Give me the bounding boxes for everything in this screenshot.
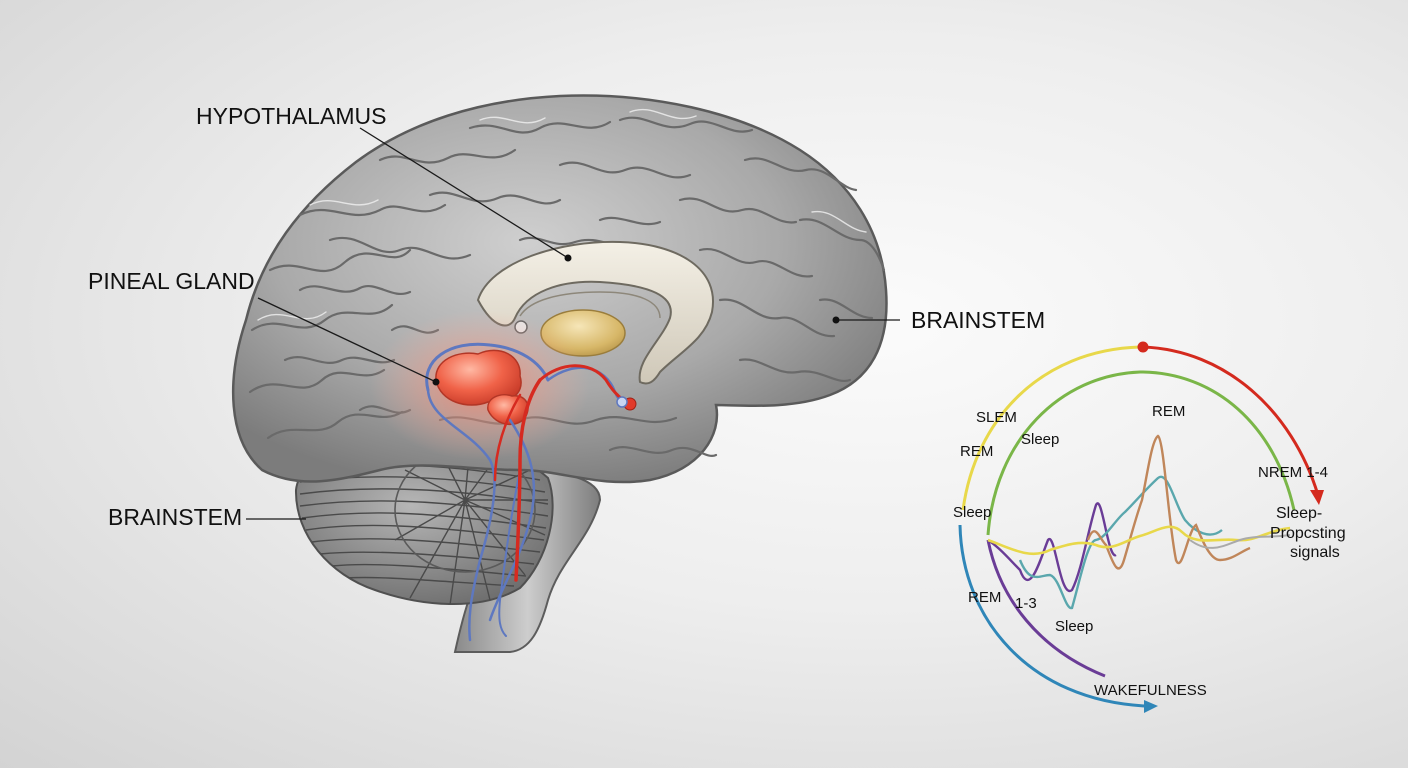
red-arc (1142, 345, 1320, 496)
label-sleep-green: Sleep (1021, 431, 1059, 448)
pineal-gland-shape (435, 349, 529, 425)
label-pineal-gland: PINEAL GLAND (88, 268, 255, 294)
label-signals-line2: Propcsting (1270, 525, 1346, 542)
purple-wave (987, 502, 1118, 592)
blood-vessels (425, 342, 634, 642)
yellow-wave (987, 525, 1291, 555)
label-sleep-left: Sleep (953, 504, 991, 521)
label-brainstem-right: BRAINSTEM (911, 307, 1045, 333)
label-slem: SLEM (976, 409, 1017, 426)
label-rem-top: REM (1152, 403, 1185, 420)
label-signals-line1: Sleep- (1276, 505, 1322, 522)
red-arrowhead (1310, 490, 1324, 505)
corpus-callosum (476, 240, 715, 385)
leader-lines (246, 127, 900, 520)
blue-arrowhead (1144, 700, 1158, 713)
grey-wave (1189, 534, 1291, 549)
label-wakefulness: WAKEFULNESS (1094, 682, 1207, 699)
brain-illustration (232, 94, 888, 653)
sleep-cycle-diagram (958, 341, 1324, 713)
label-stages: 1-3 (1015, 595, 1037, 612)
label-rem-left-bottom: REM (968, 589, 1001, 606)
red-dot-marker (1137, 341, 1149, 353)
label-brainstem-left: BRAINSTEM (108, 504, 242, 530)
orange-wave (1086, 434, 1251, 570)
purple-arc (986, 539, 1106, 678)
yellow-arc (961, 345, 1141, 511)
label-nrem: NREM 1-4 (1258, 464, 1328, 481)
blue-arc (958, 524, 1146, 708)
label-hypothalamus: HYPOTHALAMUS (196, 103, 386, 129)
brain-gyri (248, 116, 886, 457)
label-signals-line3: signals (1290, 544, 1340, 561)
label-sleep-bottom: Sleep (1055, 618, 1093, 635)
green-arc (986, 370, 1296, 536)
label-rem-left-top: REM (960, 443, 993, 460)
teal-wave (1018, 475, 1223, 610)
